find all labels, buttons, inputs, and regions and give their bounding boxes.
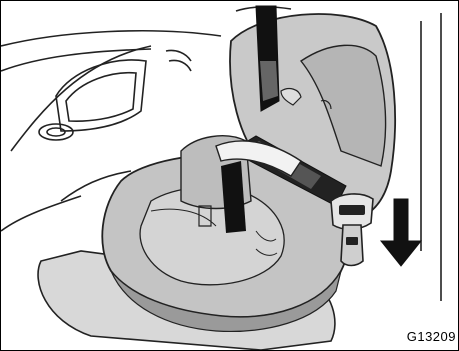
door-panel <box>39 50 191 140</box>
figure-code: G13209 <box>407 329 456 344</box>
down-arrow-icon <box>381 199 421 266</box>
